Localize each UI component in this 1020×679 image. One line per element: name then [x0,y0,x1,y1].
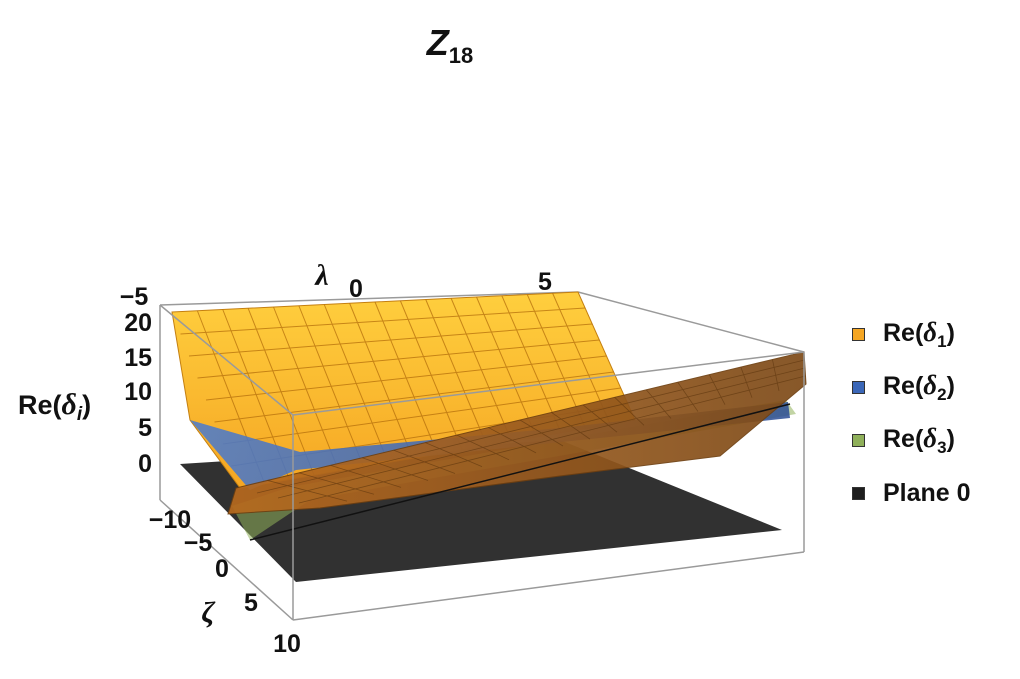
mesh-line [214,371,614,423]
legend-swatch [852,381,865,394]
legend-item: Re(δ1) [852,308,971,361]
legend-item: Re(δ3) [852,414,971,467]
legend-item: Plane 0 [852,467,971,520]
bounding-box-front [159,304,805,621]
legend-swatch [852,487,865,500]
x-tick-5: 5 [538,268,552,296]
legend-swatch [852,434,865,447]
y-axis-label: ζ [201,596,216,629]
y-tick-minus10: −10 [149,506,191,534]
mesh-line [277,367,806,499]
y-tick-10: 10 [273,630,301,658]
chart-title: Z18 [0,22,900,69]
mesh-line [298,375,806,504]
chart-title-subscript: 18 [448,43,474,68]
mesh-line [256,359,805,494]
legend-label: Re(δ2) [883,370,955,404]
mesh-line [222,387,621,445]
mesh-line [180,307,586,335]
y-tick-minus5: −5 [184,529,213,557]
legend-swatch [852,328,865,341]
legend: Re(δ1) Re(δ2) Re(δ3) Plane 0 [852,308,971,520]
z-axis-label-suffix: ) [82,390,91,420]
legend-item: Re(δ2) [852,361,971,414]
bounding-box-back [159,291,805,500]
z-tick-15: 15 [124,344,152,372]
z-axis-label-symbol: δ [62,388,77,421]
mesh-line [197,339,600,379]
mesh-line [188,323,593,357]
plane-intersection-line [249,403,791,541]
z-tick-10: 10 [124,378,152,406]
z-axis-label: Re(δi) [18,388,91,425]
x-axis-label: λ [313,259,328,292]
z-tick-5: 5 [138,414,152,442]
z-tick-20: 20 [124,309,152,337]
chart-title-main: Z [426,22,449,63]
x-tick-0: 0 [349,275,363,303]
mesh-line [205,355,607,401]
legend-label: Re(δ3) [883,423,955,457]
z-axis-label-prefix: Re( [18,390,62,420]
y-tick-5: 5 [244,589,258,617]
y-tick-0: 0 [215,555,229,583]
x-tick-minus5: −5 [120,283,149,311]
legend-label: Plane 0 [883,479,971,507]
z-tick-0: 0 [138,450,152,478]
legend-label: Re(δ1) [883,317,955,351]
re-delta1-front-mesh [256,359,806,504]
z-axis-label-subscript: i [77,404,83,425]
